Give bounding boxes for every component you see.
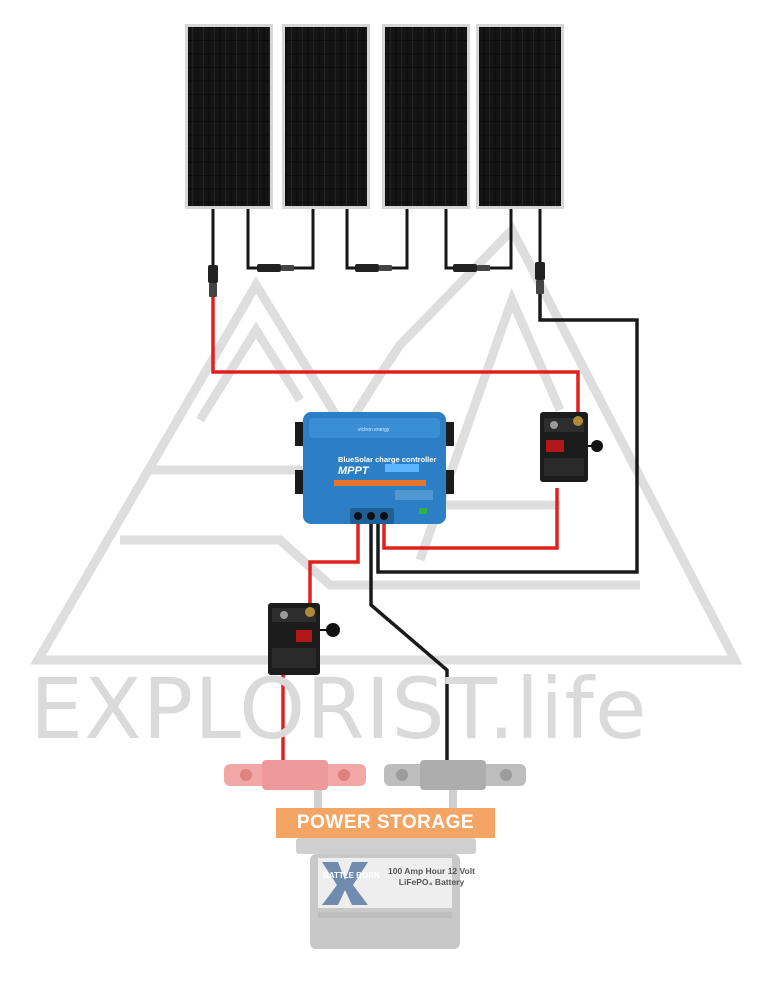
positive-wires — [211, 297, 580, 778]
battery-circuit-breaker — [268, 603, 340, 675]
solar-circuit-breaker — [540, 412, 603, 482]
mc4-connectors — [257, 264, 490, 272]
solar-panel-1 — [185, 24, 273, 209]
controller-title-label: BlueSolar charge controller — [338, 455, 437, 464]
solar-panel-4 — [476, 24, 564, 209]
controller-model-label: MPPT — [338, 465, 369, 477]
solar-panel-2 — [282, 24, 370, 209]
battery-brand-logo — [322, 862, 368, 905]
mppt-charge-controller — [295, 412, 454, 524]
panel-series-cables — [246, 209, 513, 270]
battery-brand-label: BATTLE BORN — [323, 871, 380, 880]
array-leads — [211, 209, 542, 265]
power-storage-label: POWER STORAGE — [276, 808, 495, 838]
solar-panel-3 — [382, 24, 470, 209]
battery — [296, 838, 476, 949]
array-lead-connectors — [208, 262, 545, 297]
battery-description-label: 100 Amp Hour 12 Volt LiFePO₄ Battery — [388, 866, 475, 887]
negative-busbar — [384, 760, 526, 790]
explorist-watermark-text: EXPLORIST.life — [30, 660, 648, 758]
negative-wires — [369, 294, 639, 765]
controller-brand-label: victron energy — [358, 427, 390, 433]
positive-busbar — [224, 760, 366, 790]
